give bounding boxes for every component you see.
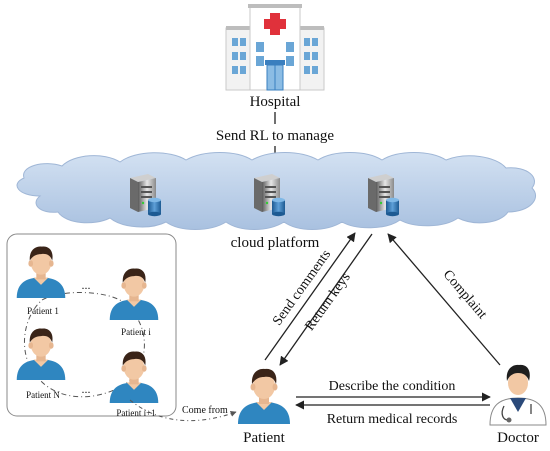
patient-1-label: Patient 1 xyxy=(27,306,59,316)
send-rl-label: Send RL to manage xyxy=(216,128,335,144)
patient-avatar xyxy=(238,368,290,424)
come-from-arrow xyxy=(129,399,237,422)
describe-condition-label: Describe the condition xyxy=(329,379,456,394)
return-records-label: Return medical records xyxy=(327,412,458,427)
come-from-label: Come from xyxy=(182,405,228,416)
complaint-arrow xyxy=(387,233,501,366)
send-comments-arrow xyxy=(264,232,356,361)
complaint-label: Complaint xyxy=(440,267,490,322)
hospital-label: Hospital xyxy=(250,94,301,110)
patient-i1-label: Patient i+1 xyxy=(116,408,155,418)
ellipsis-top: ... xyxy=(82,278,91,292)
patient-i-label: Patient i xyxy=(121,327,151,337)
ellipsis-bottom: ... xyxy=(82,382,91,396)
patient-n-label: Patient N xyxy=(26,390,60,400)
hospital-icon xyxy=(225,4,325,91)
doctor-icon xyxy=(489,364,547,426)
return-keys-arrow xyxy=(279,233,373,366)
patient-label: Patient xyxy=(243,430,285,446)
cloud-platform-label: cloud platform xyxy=(231,235,320,251)
doctor-label: Doctor xyxy=(497,430,539,446)
